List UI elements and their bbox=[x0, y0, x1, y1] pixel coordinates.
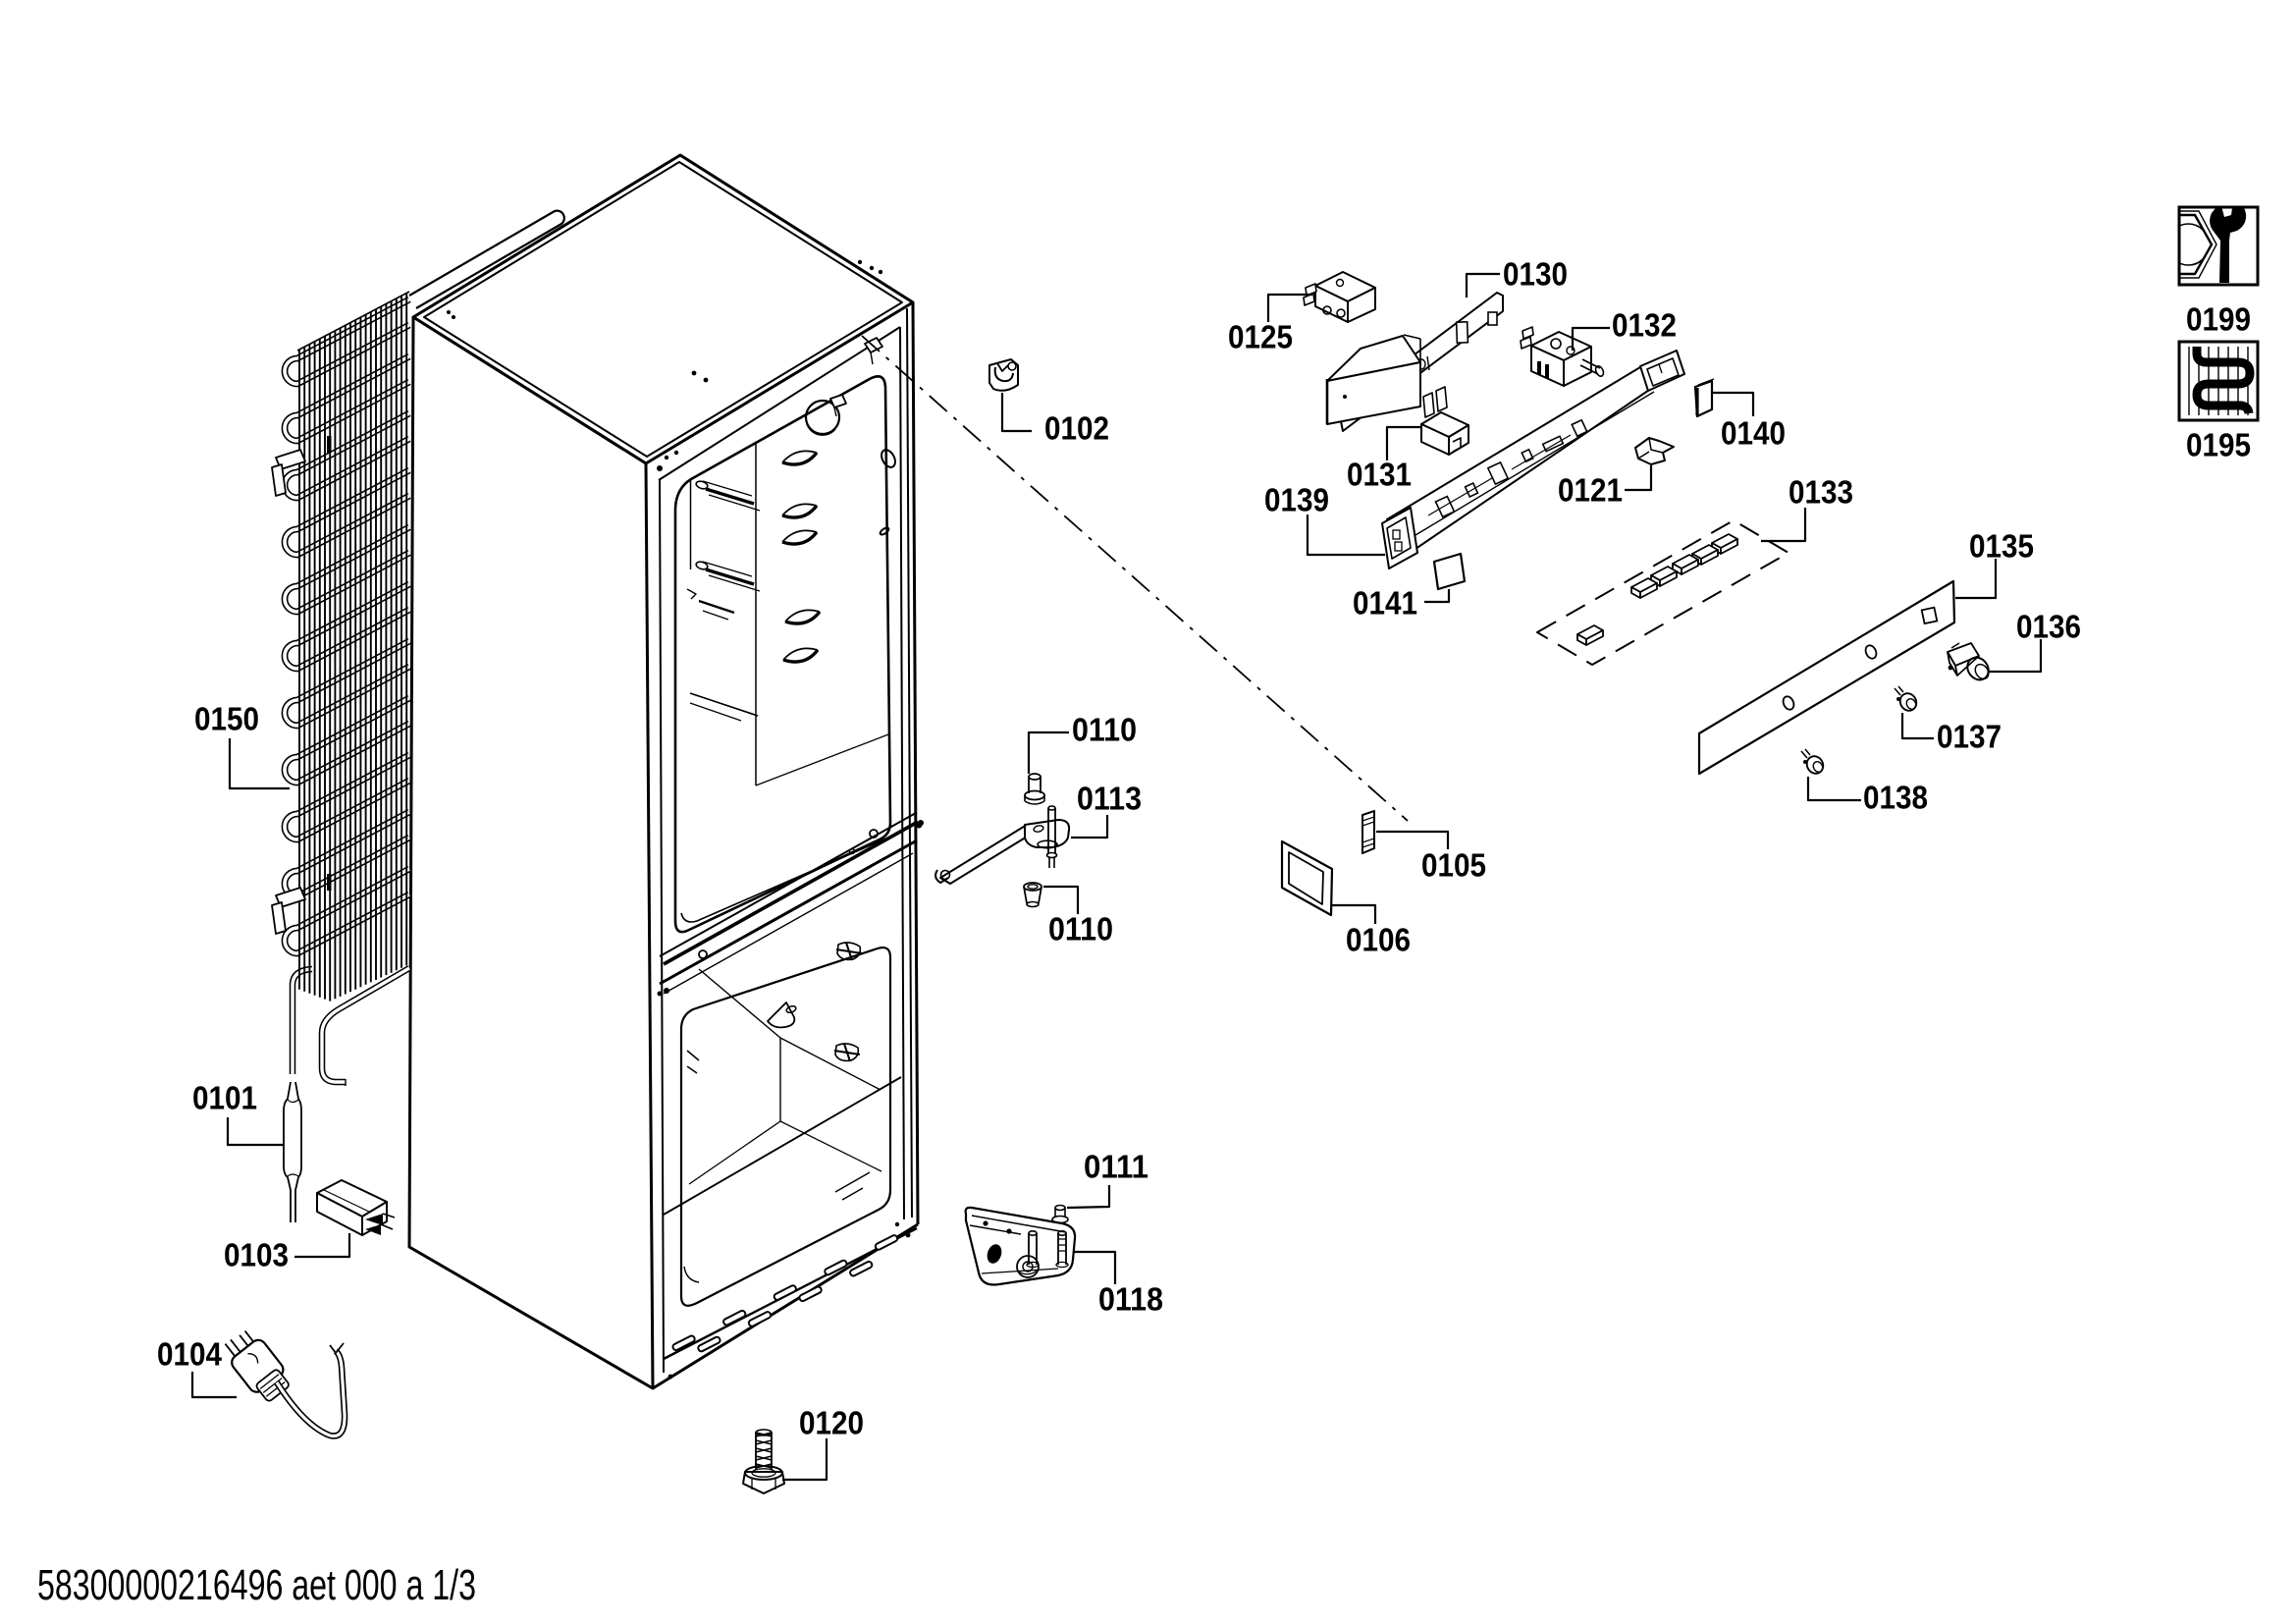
svg-text:0195: 0195 bbox=[2186, 427, 2251, 463]
svg-text:0130: 0130 bbox=[1503, 256, 1568, 293]
svg-text:0104: 0104 bbox=[157, 1336, 223, 1373]
svg-text:0135: 0135 bbox=[1969, 528, 2034, 565]
svg-text:0118: 0118 bbox=[1098, 1281, 1163, 1318]
svg-text:0120: 0120 bbox=[799, 1405, 864, 1441]
svg-text:0110: 0110 bbox=[1072, 712, 1137, 748]
svg-text:0133: 0133 bbox=[1789, 474, 1853, 511]
svg-text:0103: 0103 bbox=[224, 1237, 289, 1273]
svg-text:0106: 0106 bbox=[1346, 922, 1411, 958]
svg-text:0150: 0150 bbox=[194, 701, 259, 737]
svg-text:0111: 0111 bbox=[1084, 1149, 1148, 1185]
svg-text:0121: 0121 bbox=[1558, 472, 1623, 509]
svg-text:0140: 0140 bbox=[1721, 415, 1786, 452]
svg-text:0105: 0105 bbox=[1421, 847, 1486, 884]
svg-text:0137: 0137 bbox=[1937, 719, 2002, 755]
svg-text:0199: 0199 bbox=[2186, 301, 2251, 338]
svg-text:58300000216496 aet 000 a 1/3: 58300000216496 aet 000 a 1/3 bbox=[37, 1561, 476, 1609]
svg-text:0101: 0101 bbox=[192, 1080, 257, 1116]
svg-text:0110: 0110 bbox=[1048, 911, 1113, 947]
svg-text:0125: 0125 bbox=[1228, 319, 1293, 355]
svg-text:0102: 0102 bbox=[1044, 410, 1109, 447]
svg-text:0131: 0131 bbox=[1347, 457, 1412, 493]
svg-text:0136: 0136 bbox=[2016, 609, 2081, 645]
svg-text:0132: 0132 bbox=[1612, 307, 1677, 344]
svg-text:0141: 0141 bbox=[1353, 585, 1417, 622]
svg-text:0138: 0138 bbox=[1863, 780, 1928, 816]
svg-text:0139: 0139 bbox=[1264, 482, 1329, 518]
svg-text:0113: 0113 bbox=[1077, 781, 1142, 817]
